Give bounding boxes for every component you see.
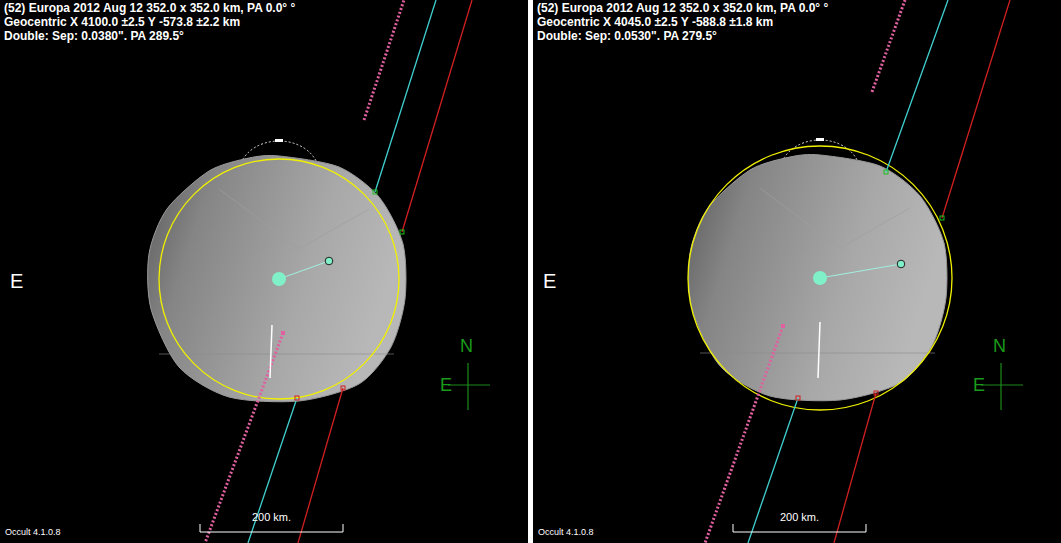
miss-chord	[872, 0, 905, 92]
separation-line	[279, 261, 329, 279]
asteroid-shape	[689, 155, 947, 401]
plot-panel	[0, 0, 528, 543]
arc-marker	[275, 139, 283, 142]
event-marker	[940, 216, 944, 220]
solution-text: Geocentric X 4045.0 ±2.5 Y -588.8 ±1.8 k…	[537, 16, 773, 30]
compass-cross	[981, 363, 1023, 410]
chord-line	[248, 398, 297, 543]
event-marker	[281, 331, 285, 335]
arc-marker	[816, 138, 824, 141]
event-marker	[874, 391, 878, 395]
fit-ellipse	[159, 159, 399, 399]
facet-edge	[219, 189, 369, 249]
chord-line	[942, 0, 1010, 218]
event-marker	[884, 170, 888, 174]
scale-bar	[200, 524, 343, 532]
primary-star	[272, 272, 286, 286]
scale-label: 200 km.	[780, 511, 819, 524]
panel-ground	[533, 0, 1061, 543]
event-marker	[781, 324, 785, 328]
east-label: E	[543, 270, 556, 293]
compass-east: E	[973, 375, 985, 396]
scale-bar	[733, 524, 866, 532]
compass-north: N	[993, 336, 1006, 357]
chord-line	[298, 388, 343, 543]
separation-line	[820, 264, 901, 278]
chord-line	[834, 393, 876, 543]
event-marker	[341, 386, 345, 390]
miss-chord	[364, 0, 404, 120]
software-version: Occult 4.1.0.8	[5, 527, 61, 537]
chord-segment	[270, 325, 272, 378]
software-version: Occult 4.1.0.8	[538, 527, 594, 537]
chord-line	[886, 0, 948, 172]
double-star-text: Double: Sep: 0.0380". PA 289.5°	[4, 30, 184, 44]
compass-north: N	[460, 336, 473, 357]
chord-line	[375, 0, 436, 192]
plot-title: (52) Europa 2012 Aug 12 352.0 x 352.0 km…	[537, 2, 828, 16]
compass-east: E	[440, 375, 452, 396]
chord-line	[402, 0, 472, 232]
miss-chord	[705, 326, 783, 543]
facet-edge	[700, 353, 935, 354]
event-marker	[400, 230, 404, 234]
plot-title: (52) Europa 2012 Aug 12 352.0 x 352.0 km…	[4, 2, 295, 16]
primary-star	[813, 271, 827, 285]
plot-panel	[533, 0, 1061, 543]
scale-label: 200 km.	[252, 511, 291, 524]
event-marker	[295, 396, 299, 400]
facet-edge	[760, 188, 910, 248]
event-marker	[796, 396, 800, 400]
compass-cross	[448, 363, 490, 410]
asteroid-shape	[148, 156, 406, 402]
chord-segment	[818, 322, 820, 378]
event-marker	[373, 190, 377, 194]
secondary-star	[325, 257, 333, 265]
solution-text: Geocentric X 4100.0 ±2.5 Y -573.8 ±2.2 k…	[4, 16, 240, 30]
panel-ground	[0, 0, 528, 543]
fit-ellipse	[688, 146, 952, 410]
secondary-star	[897, 260, 905, 268]
double-star-text: Double: Sep: 0.0530". PA 279.5°	[537, 30, 717, 44]
east-label: E	[10, 270, 23, 293]
